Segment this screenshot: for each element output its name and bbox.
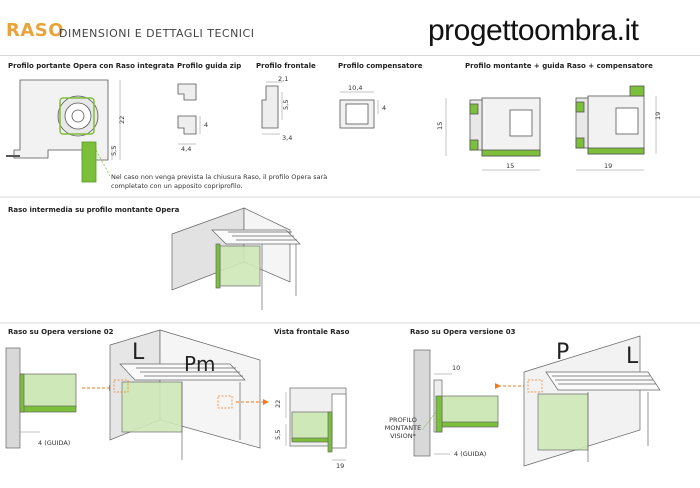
- section-title-montante: Profilo montante + guida Raso + compensa…: [465, 62, 653, 70]
- brand-logo: progettoombra.it: [428, 14, 639, 47]
- label-P: P: [556, 340, 570, 365]
- header-divider: [0, 55, 700, 56]
- raso-v02-section: [5, 347, 77, 449]
- raso-v03-section: [413, 349, 499, 457]
- label-profilo-montante-vision: PROFILO MONTANTE VISION*: [384, 416, 422, 440]
- section-title-guida-zip: Profilo guida zip: [177, 62, 242, 70]
- dim-2-1: 2,1: [278, 75, 288, 83]
- section-title-v03: Raso su Opera versione 03: [410, 328, 516, 336]
- section-title-intermedia: Raso intermedia su profilo montante Oper…: [8, 206, 180, 214]
- dim-v-5-5: 5,5: [274, 430, 282, 440]
- dim-19-h: 19: [604, 162, 612, 170]
- dim-10: 10: [452, 364, 460, 372]
- raso-v03-3d: [523, 335, 661, 467]
- dim-guida-v02: 4 (GUIDA): [38, 439, 70, 447]
- dim-10-4: 10,4: [348, 84, 362, 92]
- section-title-v02: Raso su Opera versione 02: [8, 328, 114, 336]
- profilo-portante-drawing: [6, 79, 121, 183]
- dim-5-5-front: 5,5: [282, 100, 290, 110]
- dim-19-v: 19: [654, 112, 662, 120]
- profilo-guida-zip-drawing: [177, 83, 201, 145]
- raso-intermedia-3d: [171, 207, 301, 310]
- header-subtitle: DIMENSIONI E DETTAGLI TECNICI: [59, 27, 255, 40]
- dim-guida-v03: 4 (GUIDA): [454, 450, 486, 458]
- section-title-vista-frontale: Vista frontale Raso: [274, 328, 350, 336]
- dim-15-h: 15: [506, 162, 514, 170]
- dim-v-19: 19: [336, 462, 344, 470]
- dim-4-comp: 4: [382, 104, 386, 112]
- header-raso: RASO: [6, 20, 65, 41]
- section-title-compensatore: Profilo compensatore: [338, 62, 423, 70]
- dim-5-5: 5,5: [110, 146, 118, 156]
- profilo-compensatore-drawing: [339, 91, 379, 129]
- dim-3-4: 3,4: [282, 134, 292, 142]
- note-copriprofilo: Nel caso non venga prevista la chiusura …: [111, 173, 328, 190]
- dim-22: 22: [118, 116, 126, 124]
- profilo-montante-drawing: [445, 85, 657, 171]
- label-Pm: Pm: [184, 352, 216, 376]
- section-title-portante: Profilo portante Opera con Raso integrat…: [8, 62, 175, 70]
- dim-4: 4: [204, 121, 208, 129]
- label-L: L: [132, 340, 145, 365]
- dim-15-v: 15: [436, 122, 444, 130]
- raso-v02-3d: [109, 329, 261, 460]
- dim-4-4: 4,4: [181, 145, 191, 153]
- label-L2: L: [626, 344, 639, 369]
- section-title-frontale: Profilo frontale: [256, 62, 316, 70]
- dim-v-22: 22: [274, 400, 282, 408]
- profilo-frontale-drawing: [261, 81, 283, 135]
- vista-frontale-drawing: [285, 387, 347, 461]
